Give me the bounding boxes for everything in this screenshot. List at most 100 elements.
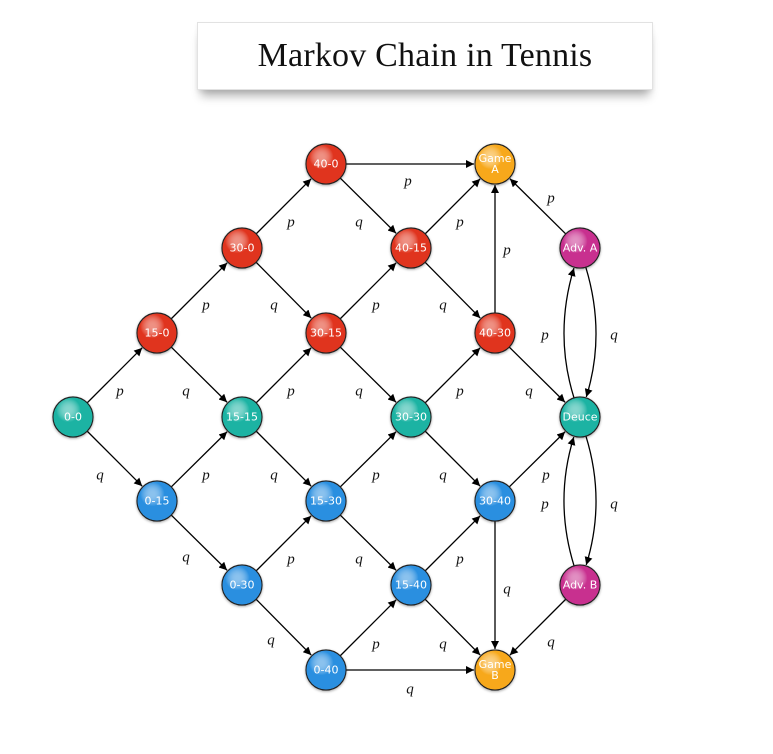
node-highlight-15-40 (391, 565, 431, 605)
node-highlight-adv-b (560, 565, 600, 605)
node-deuce: Deuce (559, 396, 601, 438)
node-label-game-b-1: Game (479, 658, 512, 671)
edge-label-15-40-to-game-b: q (439, 636, 447, 652)
edge-30-30-to-40-30 (424, 347, 481, 404)
edge-adv-b-to-deuce (563, 436, 576, 567)
edge-label-30-15-to-30-30: q (355, 383, 363, 399)
edge-label-0-15-to-15-15: p (201, 467, 210, 483)
edge-label-30-30-to-30-40: q (439, 467, 447, 483)
edge-label-30-0-to-30-15: q (270, 297, 278, 313)
edge-0-15-to-15-15 (170, 431, 228, 488)
node-label-30-15: 30-15 (310, 327, 342, 340)
edge-label-15-0-to-15-15: q (182, 383, 190, 399)
edge-15-15-to-15-30 (255, 430, 312, 487)
edge-label-deuce-to-adv-a: p (540, 327, 549, 343)
edge-label-0-30-to-15-30: p (286, 551, 295, 567)
node-highlight-40-30 (475, 313, 515, 353)
node-highlight-0-30 (222, 565, 262, 605)
edge-label-30-0-to-40-0: p (286, 214, 295, 230)
edge-label-40-15-to-game-a: p (455, 214, 464, 230)
node-highlight-0-0 (53, 397, 93, 437)
edge-label-0-15-to-0-30: q (182, 549, 190, 565)
edge-label-15-15-to-15-30: q (270, 467, 278, 483)
edge-15-0-to-30-0 (170, 262, 228, 320)
node-highlight-30-0 (222, 228, 262, 268)
node-label-15-40: 15-40 (395, 579, 427, 592)
node-highlight-15-15 (222, 397, 262, 437)
edge-label-adv-b-to-game-b: q (547, 634, 555, 650)
node-0-40: 0-40 (305, 649, 347, 691)
edge-label-adv-a-to-deuce: q (610, 327, 618, 343)
node-highlight-adv-a (560, 228, 600, 268)
edge-label-30-15-to-40-15: p (371, 297, 380, 313)
edge-label-0-0-to-0-15: q (96, 467, 104, 483)
node-30-40: 30-40 (474, 480, 516, 522)
node-label-40-0: 40-0 (314, 158, 339, 171)
edge-15-30-to-15-40 (339, 514, 397, 571)
node-15-15: 15-15 (221, 396, 263, 438)
edge-label-deuce-to-adv-b: q (610, 496, 618, 512)
edge-label-0-0-to-15-0: p (115, 383, 124, 399)
edge-label-15-40-to-30-40: p (455, 551, 464, 567)
edge-label-adv-a-to-game-a: p (546, 190, 555, 206)
edge-label-0-40-to-game-b: q (406, 681, 414, 697)
node-0-30: 0-30 (221, 564, 263, 606)
node-label-30-0: 30-0 (230, 242, 255, 255)
edge-label-15-15-to-30-15: p (286, 383, 295, 399)
node-highlight-deuce (560, 397, 600, 437)
edge-label-40-15-to-40-30: q (439, 297, 447, 313)
node-label-40-15: 40-15 (395, 242, 427, 255)
node-label-adv-a: Adv. A (563, 242, 598, 255)
edge-0-15-to-0-30 (170, 514, 228, 571)
node-highlight-40-0 (306, 144, 346, 184)
edge-30-15-to-40-15 (339, 262, 397, 320)
node-label-0-40: 0-40 (314, 664, 339, 677)
edge-0-0-to-0-15 (86, 430, 143, 487)
edge-label-15-30-to-15-40: q (355, 551, 363, 567)
edge-label-15-0-to-30-0: p (201, 297, 210, 313)
node-adv-b: Adv. B (559, 564, 601, 606)
node-30-15: 30-15 (305, 312, 347, 354)
node-highlight-30-30 (391, 397, 431, 437)
node-label-0-30: 0-30 (230, 579, 255, 592)
edge-15-0-to-15-15 (170, 346, 228, 403)
node-highlight-30-40 (475, 481, 515, 521)
node-30-0: 30-0 (221, 227, 263, 269)
title-card: Markov Chain in Tennis (197, 22, 653, 90)
edge-15-30-to-30-30 (339, 431, 397, 488)
diagram-title: Markov Chain in Tennis (257, 37, 593, 74)
edge-40-0-to-40-15 (339, 177, 397, 234)
node-label-game-a-1: Game (479, 152, 512, 165)
node-highlight-0-40 (306, 650, 346, 690)
edge-30-0-to-40-0 (255, 178, 312, 235)
edge-label-40-0-to-40-15: q (355, 214, 363, 230)
node-15-40: 15-40 (390, 564, 432, 606)
node-label-0-15: 0-15 (145, 495, 170, 508)
edge-adv-a-to-game-a (509, 178, 567, 235)
edge-40-30-to-deuce (508, 346, 566, 403)
edge-0-30-to-15-30 (255, 515, 312, 572)
node-highlight-game-a (475, 144, 515, 184)
edge-label-15-30-to-30-30: p (371, 467, 380, 483)
node-label-game-a-2: A (491, 163, 499, 176)
edge-adv-a-to-deuce (584, 266, 597, 398)
edge-label-0-40-to-15-40: p (371, 636, 380, 652)
node-highlight-15-30 (306, 481, 346, 521)
edge-0-30-to-0-40 (255, 598, 312, 656)
node-label-deuce: Deuce (562, 411, 597, 424)
edge-30-15-to-30-30 (339, 346, 397, 403)
edge-label-30-30-to-40-30: p (455, 383, 464, 399)
edge-30-0-to-30-15 (255, 261, 312, 319)
edge-40-15-to-40-30 (424, 261, 481, 319)
edge-label-40-30-to-game-a: p (502, 242, 511, 258)
edge-label-30-40-to-game-b: q (503, 581, 511, 597)
edge-label-adv-b-to-deuce: p (540, 496, 549, 512)
edge-label-30-40-to-deuce: p (541, 467, 550, 483)
edge-30-40-to-deuce (508, 431, 566, 488)
edge-label-40-0-to-game-a: p (403, 173, 412, 189)
edge-0-0-to-15-0 (86, 347, 143, 404)
node-highlight-game-b (475, 650, 515, 690)
